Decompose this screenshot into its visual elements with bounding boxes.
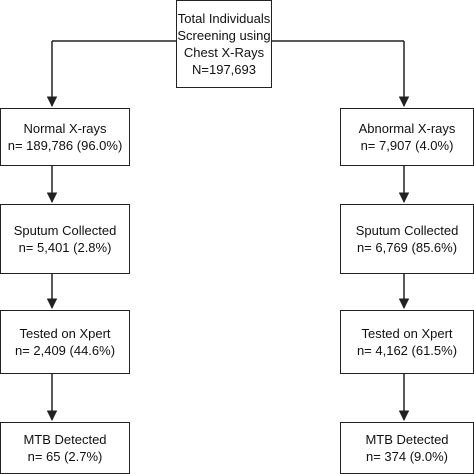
box-title: Sputum Collected bbox=[13, 223, 117, 238]
box-title: Tested on Xpert bbox=[361, 326, 453, 341]
right-sputum-collected-box: Sputum Collected n= 6,769 (85.6%) bbox=[340, 204, 474, 274]
box-value: n= 374 (9.0%) bbox=[365, 449, 449, 464]
box-value: n= 65 (2.7%) bbox=[27, 449, 103, 464]
root-line-2: Screening using bbox=[177, 28, 271, 43]
right-tested-xpert-box: Tested on Xpert n= 4,162 (61.5%) bbox=[340, 310, 474, 374]
box-title: Tested on Xpert bbox=[19, 326, 111, 341]
box-value: n= 4,162 (61.5%) bbox=[356, 343, 458, 358]
box-title: MTB Detected bbox=[23, 432, 107, 447]
root-line-3: Chest X-Rays bbox=[183, 45, 265, 60]
box-value: n= 5,401 (2.8%) bbox=[18, 240, 112, 255]
box-title: MTB Detected bbox=[365, 432, 449, 447]
right-mtb-detected-box: MTB Detected n= 374 (9.0%) bbox=[340, 422, 474, 474]
root-line-4: N=197,693 bbox=[192, 62, 256, 77]
box-title: Normal X-rays bbox=[23, 121, 107, 136]
normal-xrays-box: Normal X-rays n= 189,786 (96.0%) bbox=[0, 108, 130, 166]
box-title: Abnormal X-rays bbox=[358, 121, 456, 136]
box-value: n= 189,786 (96.0%) bbox=[7, 138, 123, 153]
box-value: n= 2,409 (44.6%) bbox=[14, 343, 116, 358]
left-mtb-detected-box: MTB Detected n= 65 (2.7%) bbox=[0, 422, 130, 474]
box-value: n= 6,769 (85.6%) bbox=[356, 240, 458, 255]
abnormal-xrays-box: Abnormal X-rays n= 7,907 (4.0%) bbox=[340, 108, 474, 166]
root-line-1: Total Individuals bbox=[177, 11, 271, 26]
left-tested-xpert-box: Tested on Xpert n= 2,409 (44.6%) bbox=[0, 310, 130, 374]
box-title: Sputum Collected bbox=[355, 223, 459, 238]
root-box: Total Individuals Screening using Chest … bbox=[176, 0, 272, 88]
box-value: n= 7,907 (4.0%) bbox=[360, 138, 454, 153]
left-sputum-collected-box: Sputum Collected n= 5,401 (2.8%) bbox=[0, 204, 130, 274]
